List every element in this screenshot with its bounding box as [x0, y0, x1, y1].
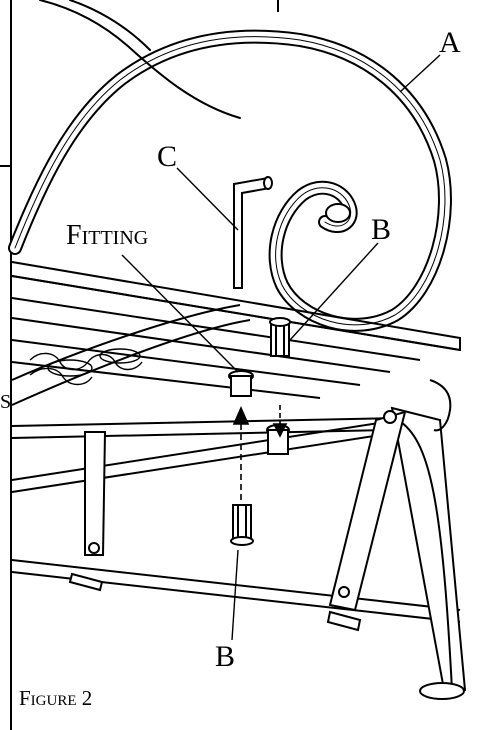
headboard-scroll-a	[8, 0, 452, 332]
callout-label-a: A	[439, 26, 461, 59]
page-border	[0, 0, 279, 730]
fitting-b-installed	[269, 317, 291, 357]
fitting-b-loose	[230, 504, 254, 546]
fitting-label: Fitting	[66, 220, 149, 251]
left-leg-bracket	[68, 431, 107, 592]
spring-coils	[29, 348, 143, 386]
callout-label-c: C	[157, 140, 178, 173]
callout-label-b-top: B	[371, 213, 392, 246]
edge-text-fragment: S	[0, 391, 12, 413]
right-leg-assembly	[326, 379, 467, 700]
leader-lines	[121, 54, 441, 641]
l-pin-c	[233, 176, 273, 289]
figure-caption: Figure 2	[19, 686, 93, 710]
insertion-arrows	[232, 405, 288, 500]
callout-label-b-bottom: B	[215, 640, 236, 673]
